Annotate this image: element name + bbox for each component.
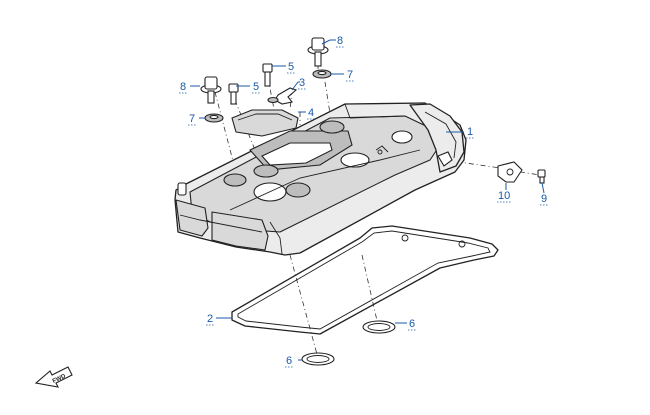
callout-8-right: 8 bbox=[337, 35, 343, 47]
leader-lines bbox=[190, 39, 545, 361]
callout-2: 2 bbox=[207, 313, 213, 325]
callout-labels: 1 2 3 4 5 5 6 6 7 7 8 8 9 10 bbox=[179, 35, 548, 368]
fwd-label: FWD bbox=[52, 373, 68, 384]
inspection-cap bbox=[231, 96, 299, 137]
callout-7-left: 7 bbox=[189, 113, 195, 125]
washer-7-right bbox=[312, 69, 332, 79]
callout-9: 9 bbox=[541, 193, 547, 205]
clip-part bbox=[274, 87, 298, 105]
bracket-10 bbox=[497, 161, 523, 183]
callout-6-bottom: 6 bbox=[286, 355, 292, 367]
valve-cover bbox=[174, 102, 467, 256]
bolt-8-left bbox=[200, 76, 222, 104]
callout-6-right: 6 bbox=[409, 318, 415, 330]
callout-5-lower: 5 bbox=[253, 81, 259, 93]
callout-4: 4 bbox=[308, 107, 314, 119]
bolt-5-lower bbox=[228, 83, 239, 105]
oring-6-right bbox=[362, 320, 396, 334]
callout-7-right: 7 bbox=[347, 69, 353, 81]
washer-7-left bbox=[204, 113, 224, 123]
callout-8-left: 8 bbox=[180, 81, 186, 93]
callout-3: 3 bbox=[299, 77, 305, 89]
callout-1: 1 bbox=[467, 126, 473, 138]
fwd-arrow-icon: FWD bbox=[34, 366, 73, 388]
bolt-5-upper bbox=[262, 63, 273, 87]
bolt-9 bbox=[537, 169, 546, 184]
oring-6-bottom bbox=[301, 352, 335, 366]
bolt-8-right bbox=[307, 37, 329, 67]
callout-5-upper: 5 bbox=[288, 61, 294, 73]
cover-gasket bbox=[231, 225, 499, 335]
callout-10: 10 bbox=[498, 190, 510, 202]
